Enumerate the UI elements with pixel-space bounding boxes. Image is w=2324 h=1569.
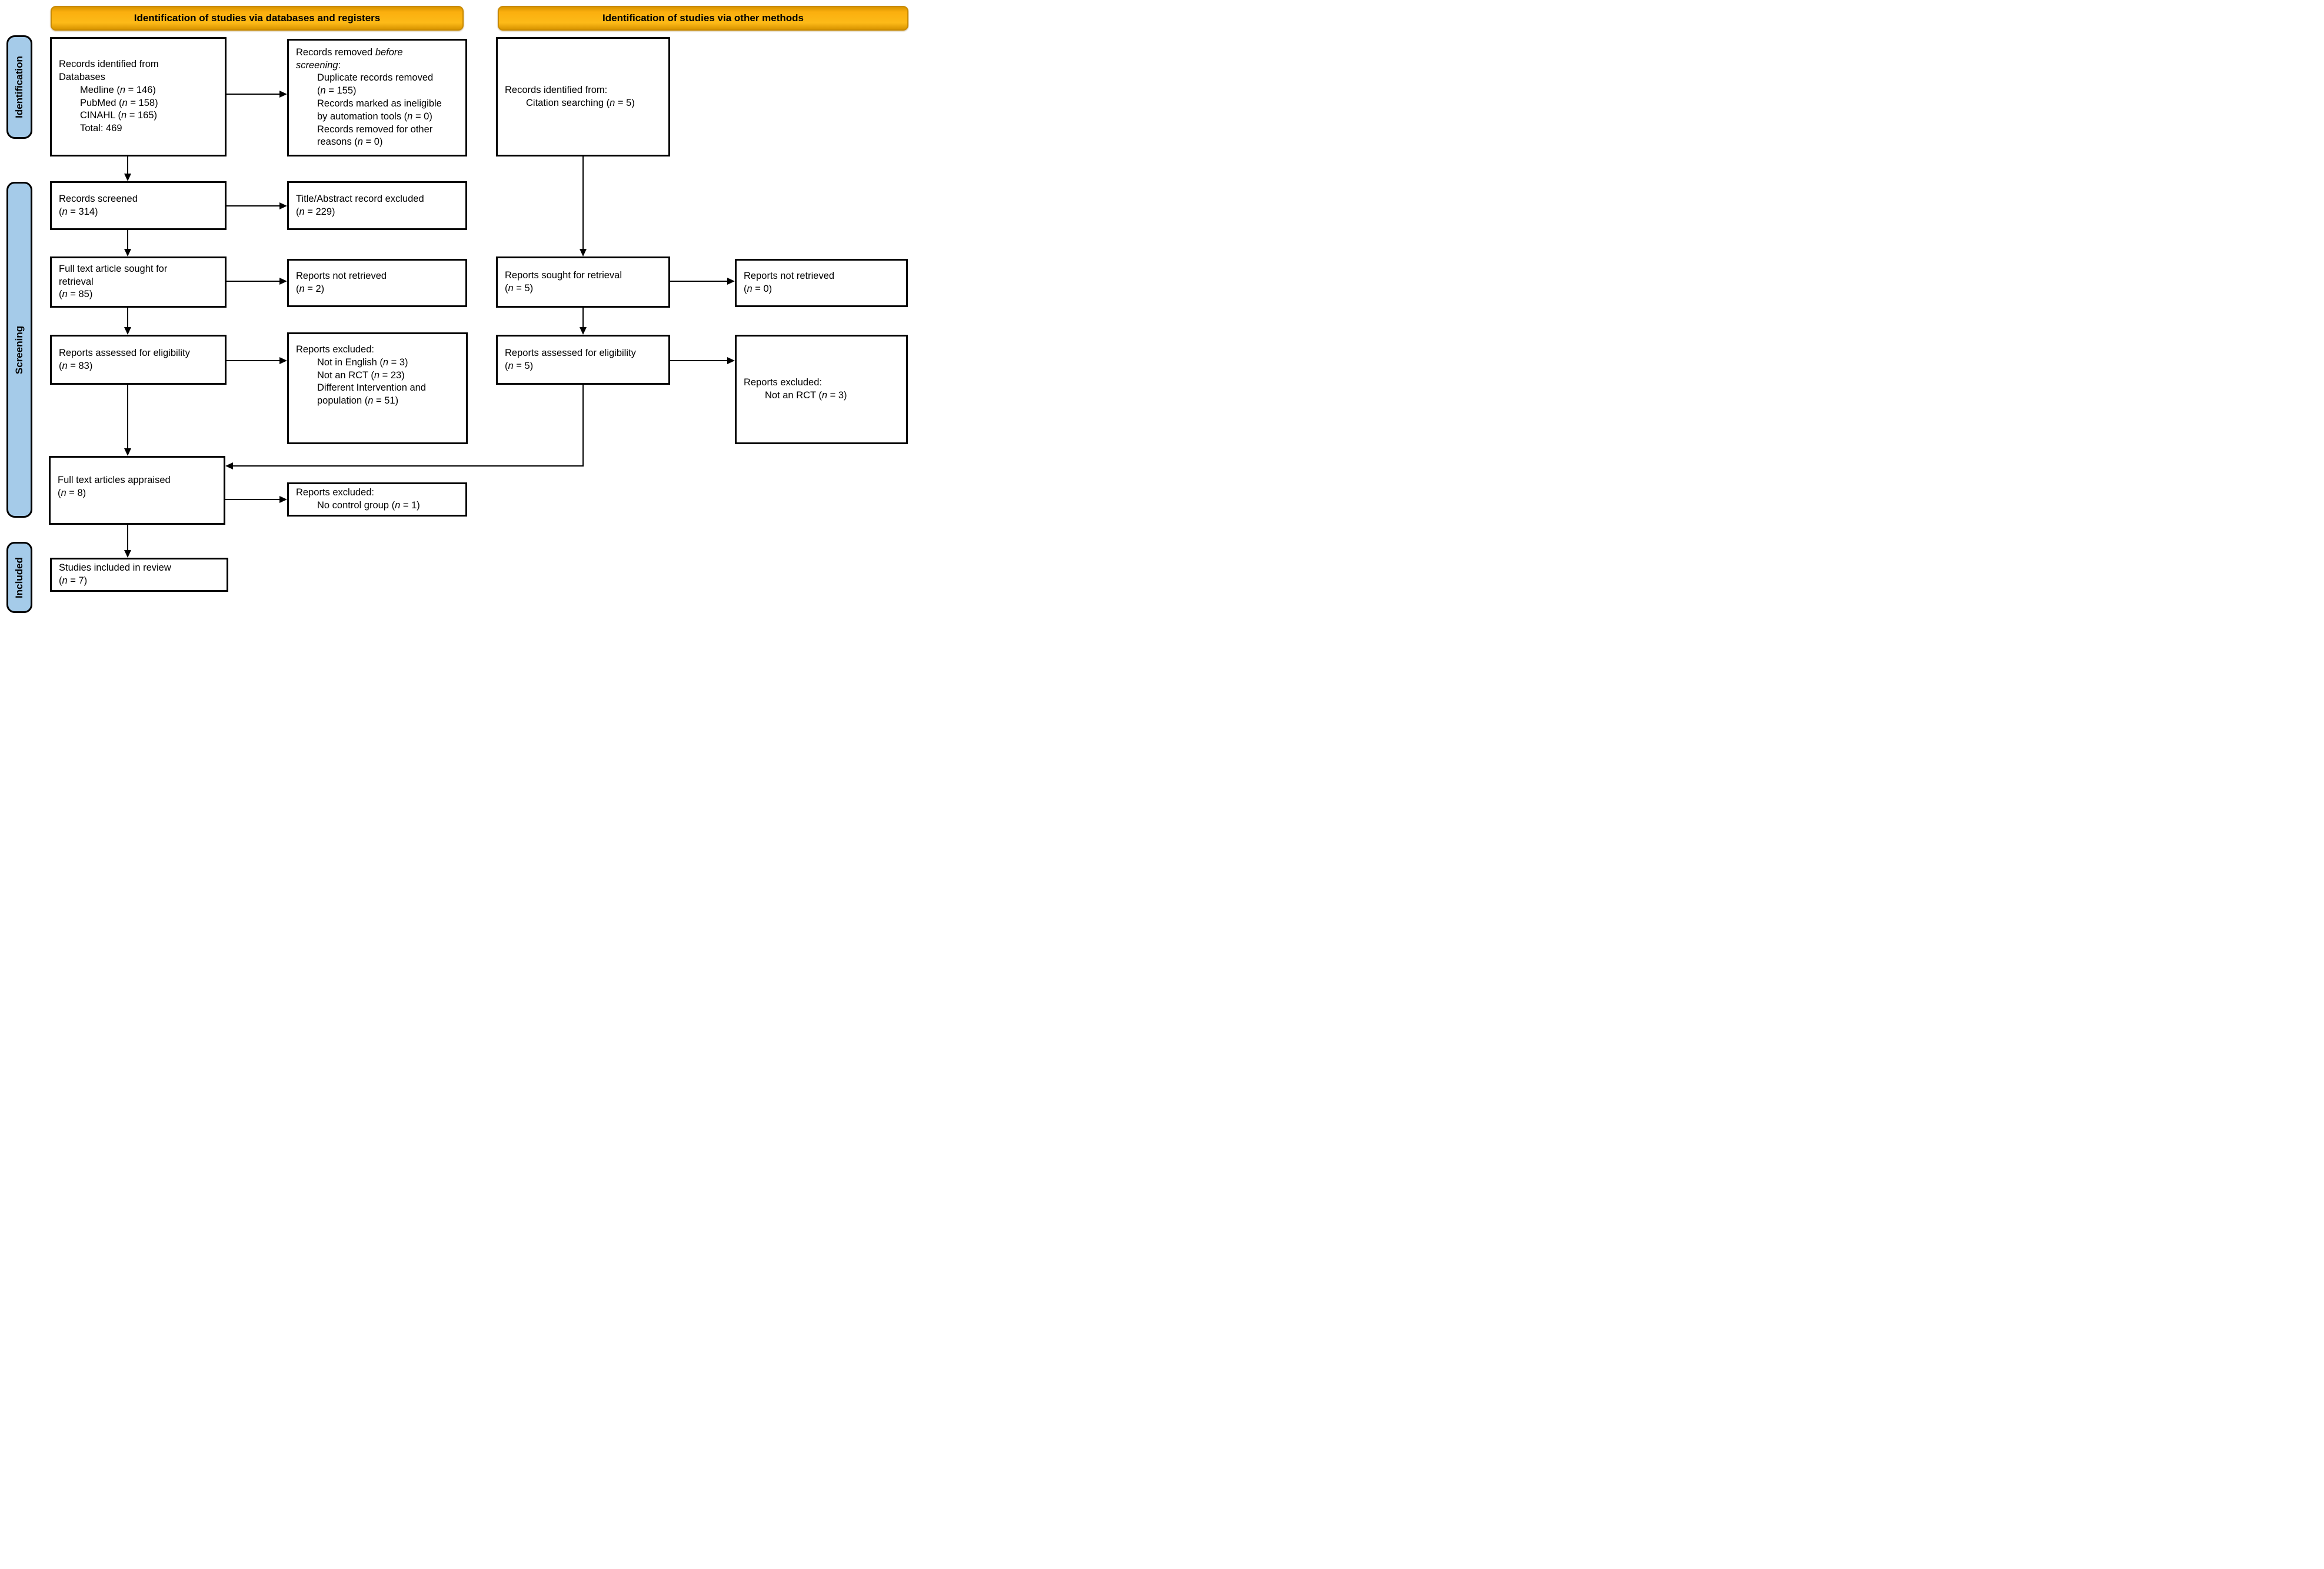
stage-identification: Identification [6, 35, 32, 139]
box-reports-excluded-appraisal: Reports excluded:No control group (n = 1… [287, 482, 467, 517]
box-reports-not-retrieved-databases: Reports not retrieved(n = 2) [287, 259, 467, 307]
box-fulltext-appraised: Full text articles appraised(n = 8) [49, 456, 225, 525]
banner-other-methods: Identification of studies via other meth… [498, 6, 908, 31]
box-reports-excluded-databases: Reports excluded:Not in English (n = 3)N… [287, 332, 468, 444]
box-reports-excluded-other: Reports excluded:Not an RCT (n = 3) [735, 335, 908, 444]
box-reports-sought-other: Reports sought for retrieval(n = 5) [496, 256, 670, 308]
box-reports-assessed-other: Reports assessed for eligibility(n = 5) [496, 335, 670, 385]
stage-included: Included [6, 542, 32, 613]
box-records-screened: Records screened(n = 314) [50, 181, 227, 230]
stage-included-label: Included [14, 557, 25, 598]
box-reports-not-retrieved-other: Reports not retrieved(n = 0) [735, 259, 908, 307]
stage-screening-label: Screening [14, 325, 25, 374]
box-studies-included: Studies included in review(n = 7) [50, 558, 228, 592]
stage-screening: Screening [6, 182, 32, 518]
banner-databases-registers: Identification of studies via databases … [51, 6, 464, 31]
box-title-abstract-excluded: Title/Abstract record excluded(n = 229) [287, 181, 467, 230]
box-citation-identified: Records identified from:Citation searchi… [496, 37, 670, 156]
stage-identification-label: Identification [14, 56, 25, 118]
box-reports-assessed-databases: Reports assessed for eligibility(n = 83) [50, 335, 227, 385]
prisma-flow-diagram: Identification of studies via databases … [0, 0, 909, 615]
